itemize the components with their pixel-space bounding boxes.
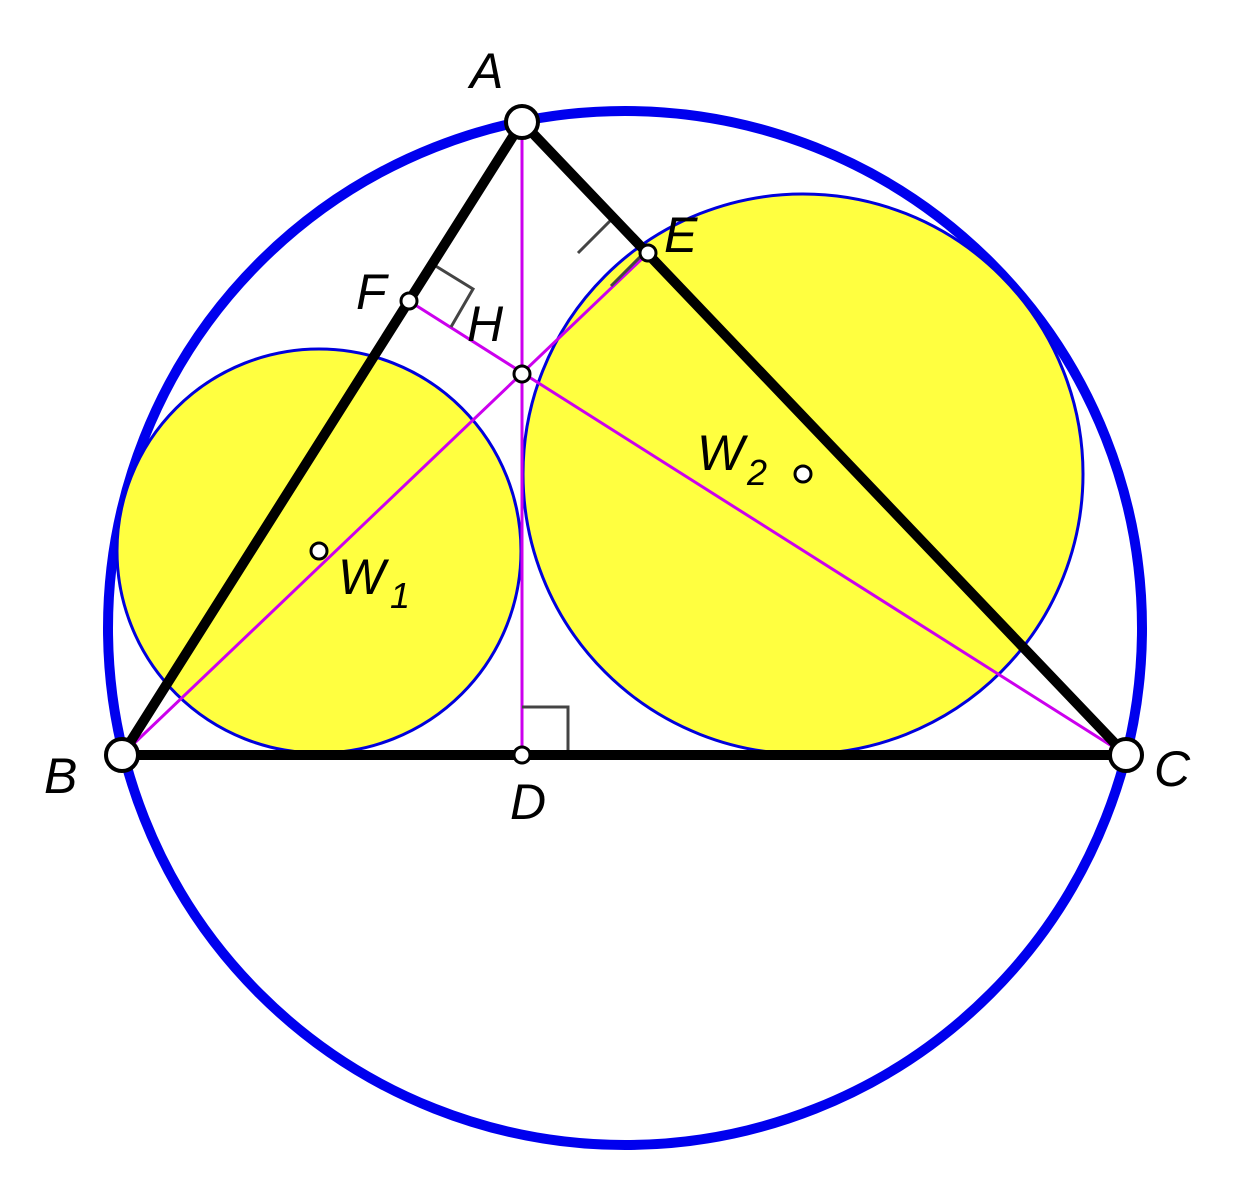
label-f: F [356,264,389,320]
label-c: C [1154,741,1191,797]
label-w1: W [338,549,390,605]
point-b [104,737,140,773]
point-f [399,291,419,311]
label-h: H [467,296,504,352]
circumcircle [103,106,1147,1150]
label-d: D [510,774,546,830]
point-e [638,243,658,263]
right-angle-mark-f [433,263,476,328]
point-w2 [793,464,813,484]
right-angle-mark-d [522,705,570,755]
altitude-be [120,251,650,757]
label-w2: W [697,425,749,481]
triangle-abc [117,117,1131,760]
point-c [1108,737,1144,773]
points [104,104,1144,773]
label-b: B [44,748,77,804]
label-a: A [467,43,503,99]
point-w1 [309,541,329,561]
point-h [512,364,532,384]
point-d [512,745,532,765]
label-w1-subscript: 1 [390,575,410,616]
point-a [504,104,540,140]
label-e: E [664,207,698,263]
label-w2-subscript: 2 [746,452,767,493]
